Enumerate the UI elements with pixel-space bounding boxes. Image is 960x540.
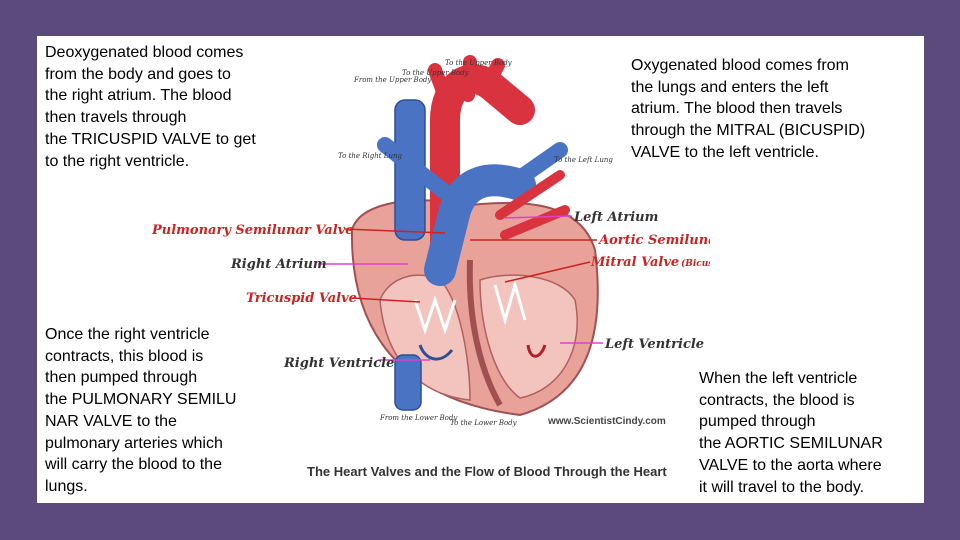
septum xyxy=(466,259,503,407)
label-bicuspid-valve: (Bicuspid Valve) xyxy=(681,258,710,269)
label-right-atrium: Right Atrium xyxy=(230,257,327,272)
left-pulmonary-artery xyxy=(502,142,568,193)
pulmonary-vein-2 xyxy=(500,205,570,240)
label-from-lower-body: From the Lower Body xyxy=(379,414,458,422)
text-left-ventricle-description: When the left ventricle contracts, the b… xyxy=(699,370,883,496)
label-left-ventricle: Left Ventricle xyxy=(604,337,704,352)
label-to-right-lung: To the Right Lung xyxy=(338,152,402,160)
heart-diagram: Pulmonary Semilunar Valve Right Atrium T… xyxy=(151,55,710,479)
label-aortic-semilunar-valve: Aortic Semilunar Valve xyxy=(597,233,710,248)
right-pulmonary-artery xyxy=(377,137,463,208)
aorta-branch-1 xyxy=(428,63,457,117)
text-right-ventricle-description: Once the right ventricle contracts, this… xyxy=(45,326,237,495)
label-pulmonary-semilunar-valve: Pulmonary Semilunar Valve xyxy=(151,223,353,238)
label-right-ventricle: Right Ventricle xyxy=(283,356,394,371)
watermark: www.ScientistCindy.com xyxy=(547,416,666,427)
label-to-upper-body-1: To the Upper Body xyxy=(402,69,470,77)
inferior-vena-cava xyxy=(394,354,422,411)
diagram-caption: The Heart Valves and the Flow of Blood T… xyxy=(307,464,667,479)
pointer-mitral-valve xyxy=(504,261,591,283)
heart-inner-left xyxy=(479,274,578,399)
label-from-upper-body: From the Upper Body xyxy=(353,76,432,84)
label-tricuspid-valve: Tricuspid Valve xyxy=(246,291,357,306)
aorta-branch-2 xyxy=(461,55,477,102)
text-oxygenated-description: Oxygenated blood comes from the lungs an… xyxy=(631,57,866,161)
text-deoxygenated-description: Deoxygenated blood comes from the body a… xyxy=(45,44,256,170)
label-to-left-lung: To the Left Lung xyxy=(554,156,613,164)
pointer-tricuspid-valve xyxy=(351,297,421,303)
blood-flow-arrow xyxy=(418,344,454,361)
pulmonary-vein-1 xyxy=(495,170,565,220)
label-left-atrium: Left Atrium xyxy=(573,210,658,225)
label-to-lower-body: To the Lower Body xyxy=(450,419,518,427)
mitral-valve-shape xyxy=(493,279,527,326)
aorta-branch-3 xyxy=(478,58,505,97)
label-mitral-valve: Mitral Valve xyxy=(590,255,679,270)
label-to-upper-body-2: To the Upper Body xyxy=(445,59,513,67)
pointer-pulmonary-semilunar-valve xyxy=(344,228,446,234)
blood-flow-arrow xyxy=(526,344,547,358)
tricuspid-valve-shape xyxy=(413,295,457,335)
pointer-left-atrium xyxy=(504,215,573,219)
